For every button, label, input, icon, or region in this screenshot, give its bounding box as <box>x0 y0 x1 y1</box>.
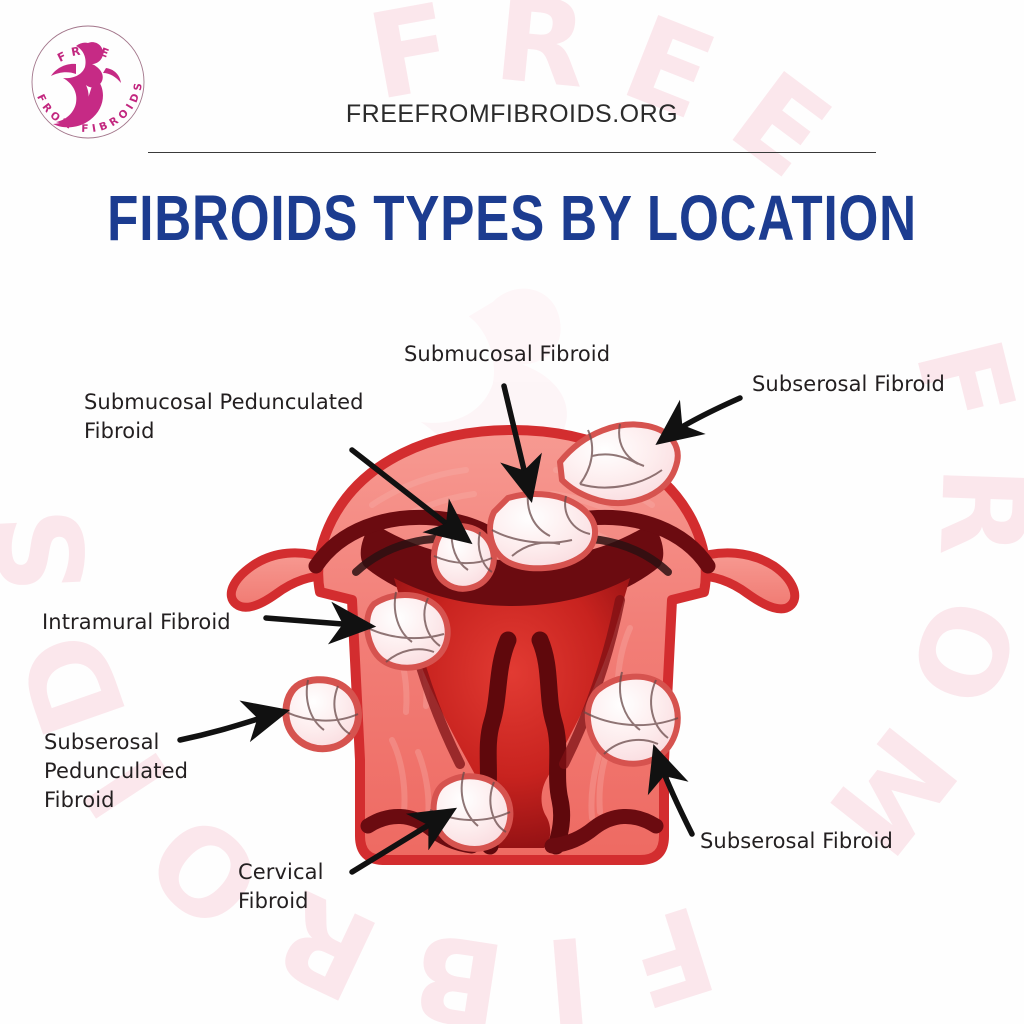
fibroid-subserosal-top <box>557 421 681 507</box>
site-url: FREEFROMFIBROIDS.ORG <box>345 100 679 128</box>
label-submucosal-fibroid: Submucosal Fibroid <box>404 342 611 366</box>
arrow-subserosal-bottom <box>647 744 695 837</box>
header-divider <box>148 152 876 153</box>
fibroid-submucosal <box>487 491 598 572</box>
fibroid-intramural <box>363 591 451 671</box>
arrow-subserosal-top <box>655 395 743 445</box>
label-submucosal-pedunculated-fibroid: Submucosal Pedunculated Fibroid <box>84 390 364 443</box>
arrow-subserosal-pedunculated <box>177 700 291 743</box>
label-subserosal-pedunculated-fibroid: Subserosal Pedunculated Fibroid <box>44 730 189 812</box>
label-intramural-fibroid: Intramural Fibroid <box>42 610 231 634</box>
fibroid-cervical <box>429 771 514 852</box>
dancing-woman-icon <box>51 42 121 128</box>
label-subserosal-fibroid-bottom: Subserosal Fibroid <box>700 829 893 853</box>
arrow-cervical <box>349 807 458 875</box>
label-cervical-fibroid: Cervical Fibroid <box>238 860 324 913</box>
arrow-intramural <box>263 601 377 645</box>
label-subserosal-fibroid-top: Subserosal Fibroid <box>752 372 945 396</box>
page-title: FIBROIDS TYPES BY LOCATION <box>107 182 917 254</box>
fibroid-subserosal-pedunculated <box>282 676 362 753</box>
brand-logo: FREE FROM FIBROIDS <box>31 25 145 139</box>
